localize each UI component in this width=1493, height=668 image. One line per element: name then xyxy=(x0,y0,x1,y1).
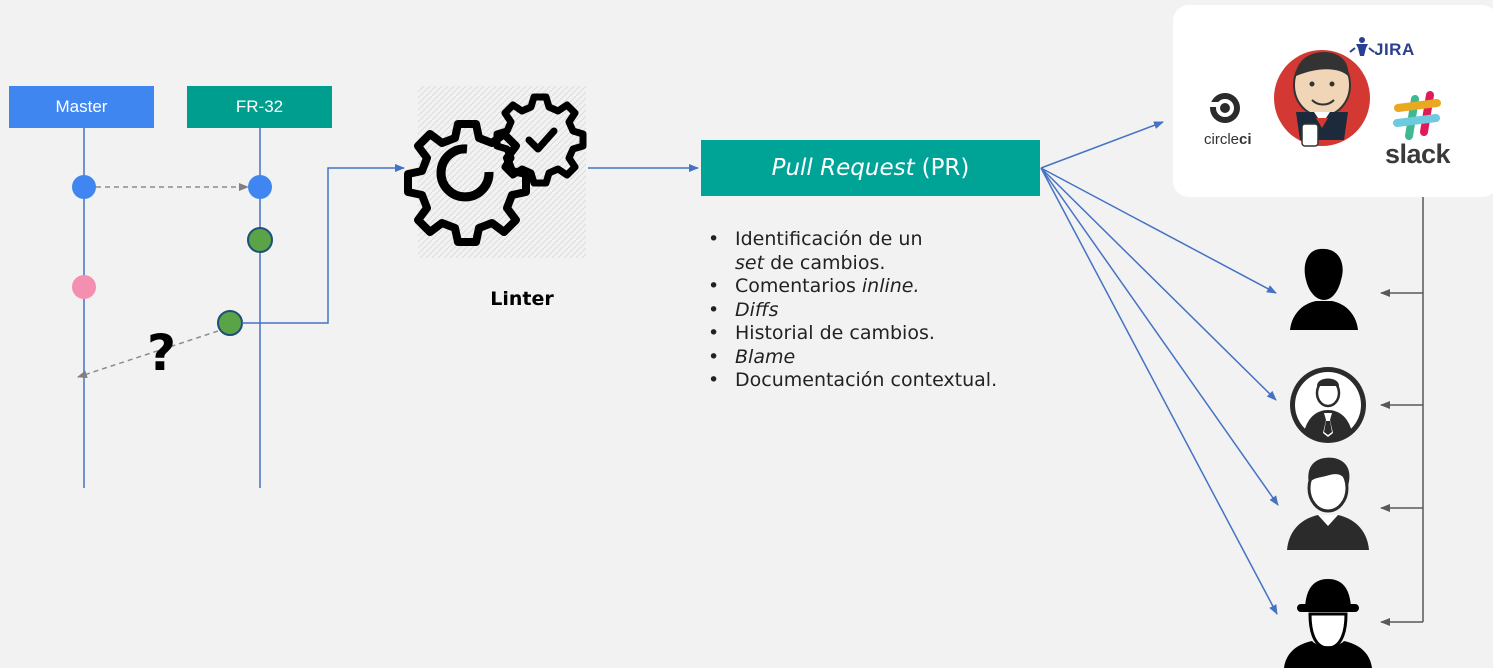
feature-text: de cambios. xyxy=(764,251,886,274)
feature-item: Comentarios inline. xyxy=(708,275,1038,299)
linter-label: Linter xyxy=(490,288,554,310)
feature-text: Identificación de un xyxy=(735,228,923,250)
feature-item: Identificación de un set de cambios. xyxy=(708,228,1038,275)
feature-text: Historial de cambios. xyxy=(735,322,935,344)
merge-back-arrow xyxy=(77,330,219,378)
circleci-wordmark-a: circle xyxy=(1204,131,1240,148)
commit-feature-1 xyxy=(248,175,272,199)
commit-master-2 xyxy=(72,275,96,299)
feature-branch-label: FR-32 xyxy=(187,86,332,128)
feature-item: Diffs xyxy=(708,299,1038,323)
feature-to-linter-arrow xyxy=(242,164,405,324)
user-circle-tie-icon xyxy=(1290,367,1366,443)
user-silhouette-icon xyxy=(1290,248,1358,330)
user-man-icon xyxy=(1287,457,1369,550)
circleci-wordmark: circleci xyxy=(1204,131,1252,148)
gears-check-icon xyxy=(404,86,587,258)
pr-title-abbr: (PR) xyxy=(921,155,970,181)
pull-request-box: Pull Request (PR) xyxy=(701,140,1040,196)
commit-feature-3 xyxy=(217,310,243,336)
jira-wordmark: JIRA xyxy=(1374,40,1415,59)
feature-item: Historial de cambios. xyxy=(708,322,1038,346)
commit-master-1 xyxy=(72,175,96,199)
feature-text: Comentarios xyxy=(735,275,862,297)
feature-italic: Blame xyxy=(735,345,796,368)
feature-text: Documentación contextual. xyxy=(735,369,998,391)
master-branch-label: Master xyxy=(9,86,154,128)
feature-item: Blame xyxy=(708,346,1038,370)
feature-italic: set xyxy=(735,251,765,274)
user-bowler-hat-icon xyxy=(1284,579,1372,668)
commit-feature-2 xyxy=(247,227,273,253)
feature-italic: Diffs xyxy=(735,298,779,321)
slack-wordmark: slack xyxy=(1385,139,1451,169)
feature-item: Documentación contextual. xyxy=(708,369,1038,393)
notification-connector xyxy=(1380,197,1424,626)
feature-italic: inline. xyxy=(861,275,920,297)
question-mark: ? xyxy=(147,324,177,382)
pr-title-italic: Pull Request xyxy=(771,155,915,181)
pr-fanout-arrows xyxy=(1040,121,1279,615)
circleci-wordmark-b: ci xyxy=(1239,131,1252,148)
pr-feature-list: Identificación de un set de cambios. Com… xyxy=(708,228,1038,393)
